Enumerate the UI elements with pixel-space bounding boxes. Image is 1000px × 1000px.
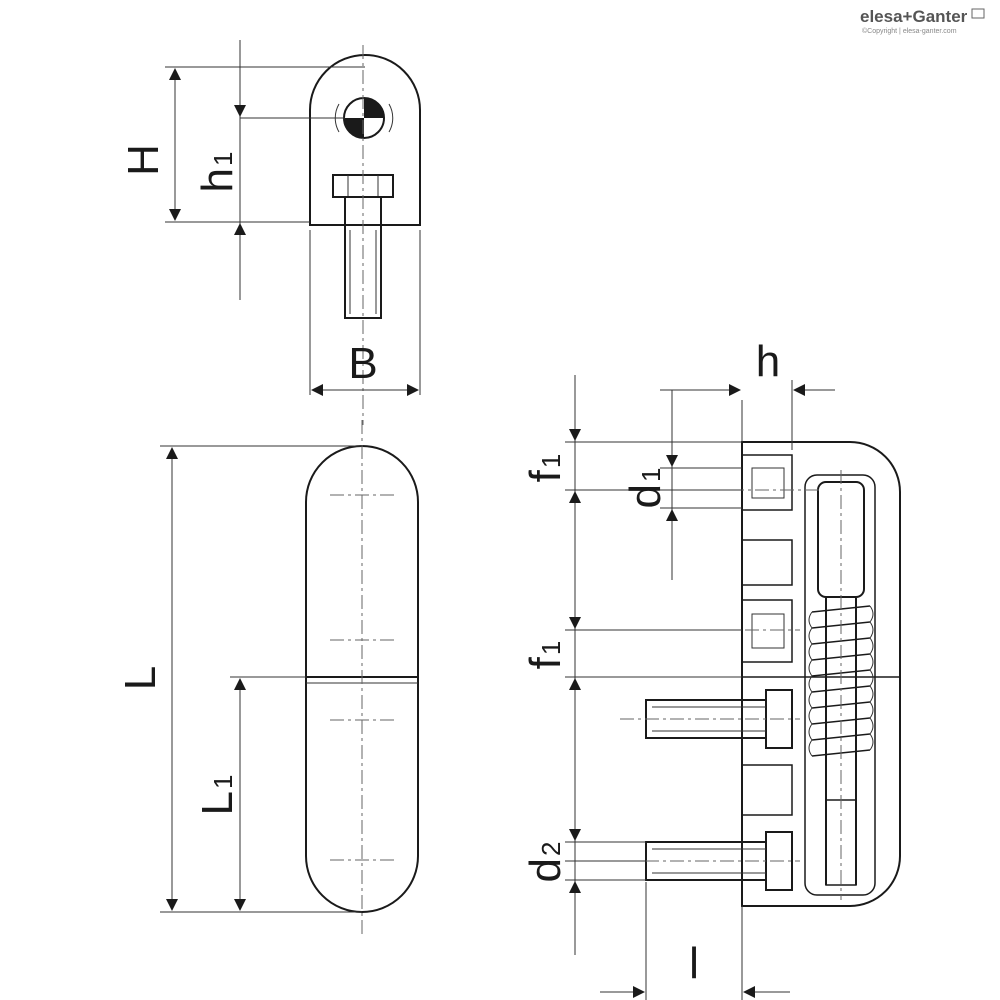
brand-logo: elesa+Ganter ©Copyright | elesa-ganter.c… [860, 7, 985, 35]
dim-L-label: L [116, 666, 165, 690]
dim-L1-label: L1 [193, 775, 242, 816]
dim-f1-mid-label: f1 [521, 641, 570, 670]
dim-d2-label: d2 [521, 842, 570, 883]
dim-H-label: H [119, 144, 168, 176]
dim-section: h f1 d1 f1 d2 l [521, 337, 835, 1000]
top-view [309, 45, 421, 425]
ce-mark-icon [971, 8, 985, 19]
dim-B-label: B [348, 339, 377, 388]
front-view [305, 420, 419, 935]
section-view [620, 441, 901, 907]
dim-l-label: l [689, 939, 699, 988]
dim-f1-top-label: f1 [521, 454, 570, 483]
brand-copyright: ©Copyright | elesa-ganter.com [862, 27, 957, 35]
dim-d1-label: d1 [621, 468, 670, 509]
dim-h-label: h [756, 337, 780, 386]
dim-front: L L1 [116, 445, 362, 913]
dim-top: H h1 B [119, 40, 421, 396]
brand-name: elesa+Ganter [860, 7, 968, 26]
dim-h1-label: h1 [193, 152, 242, 193]
